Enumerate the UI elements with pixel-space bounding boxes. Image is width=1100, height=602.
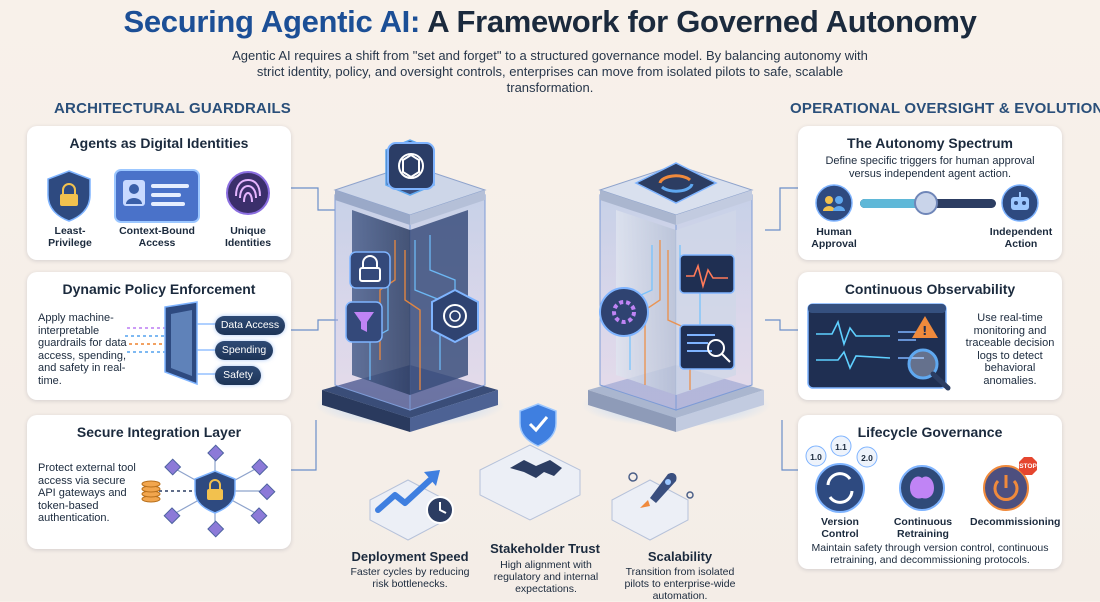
funnel-icon	[354, 312, 374, 332]
title-main: Securing Agentic AI:	[123, 4, 421, 39]
identities-icons	[47, 169, 270, 223]
context-bound-label: Context-Bound Access	[119, 225, 195, 249]
id-badge-icon	[114, 169, 200, 223]
refresh-cycle-icon	[658, 174, 694, 193]
growth-arrow-icon	[375, 477, 433, 513]
stop-label: STOP	[1019, 463, 1037, 470]
outcome-deployment-speed-text: Faster cycles by reducing risk bottlenec…	[350, 566, 470, 590]
autonomy-card: The Autonomy Spectrum Define specific tr…	[798, 126, 1062, 260]
version-cycle-icon	[815, 463, 865, 513]
svg-text:!: !	[922, 324, 927, 338]
magnifier-icon	[707, 339, 731, 363]
lock-shield-icon	[47, 170, 91, 222]
autonomy-slider	[815, 184, 1039, 222]
right-section-heading: OPERATIONAL OVERSIGHT & EVOLUTION	[790, 100, 1100, 117]
human-approval-icon	[815, 184, 853, 222]
rocket-icon	[640, 472, 677, 508]
version-2-0: 2.0	[861, 453, 873, 463]
gear-icon	[612, 300, 636, 324]
observability-title: Continuous Observability	[844, 281, 1016, 297]
pill-data-access: Data Access	[215, 316, 285, 335]
version-1-1: 1.1	[835, 442, 847, 452]
least-privilege-label: Least-Privilege	[48, 225, 92, 249]
outcome-stakeholder-trust-text: High alignment with regulatory and inter…	[493, 559, 599, 595]
identities-title: Agents as Digital Identities	[69, 135, 249, 151]
integration-card: Secure Integration Layer Protect externa…	[27, 415, 291, 549]
policy-card: Dynamic Policy Enforcement Apply machine…	[27, 272, 291, 400]
autonomy-title: The Autonomy Spectrum	[847, 135, 1013, 151]
handshake-icon	[510, 460, 562, 478]
unique-identities-label: Unique Identities	[224, 225, 272, 249]
outcome-stakeholder-trust-title: Stakeholder Trust	[490, 541, 600, 556]
pill-spending: Spending	[215, 341, 273, 360]
integration-title: Secure Integration Layer	[76, 424, 242, 440]
fingerprint-icon	[226, 171, 270, 215]
lifecycle-card: Lifecycle Governance 1.0 1.1 2.0 STOP Ve…	[798, 415, 1062, 569]
lifecycle-text: Maintain safety through version control,…	[811, 542, 1049, 566]
integration-text: Protect external tool access via secure …	[38, 462, 136, 524]
pill-safety: Safety	[215, 366, 261, 385]
observability-text: Use real-time monitoring and traceable d…	[965, 312, 1055, 387]
continuous-retraining-label: Continuous Retraining	[893, 516, 953, 540]
slider-handle	[914, 191, 938, 215]
outcome-scalability-title: Scalability	[647, 549, 713, 564]
left-section-heading: ARCHITECTURAL GUARDRAILS	[54, 100, 292, 117]
warning-icon	[912, 316, 938, 338]
coin-stack-icon	[141, 480, 161, 503]
ai-chip-icon	[398, 153, 424, 179]
title-rest: A Framework for Governed Autonomy	[420, 4, 977, 39]
autonomy-text: Define specific triggers for human appro…	[825, 155, 1035, 180]
human-approval-label: Human Approval	[811, 226, 857, 250]
outcome-deployment-speed-title: Deployment Speed	[351, 549, 469, 564]
version-control-label: Version Control	[821, 516, 859, 540]
decommissioning-label: Decommissioning	[970, 516, 1061, 528]
lifecycle-title: Lifecycle Governance	[857, 424, 1003, 440]
magnifier-icon	[907, 348, 951, 391]
padlock-icon	[359, 255, 381, 282]
policy-screen-illustration	[125, 301, 217, 386]
shield-check-icon	[519, 403, 557, 447]
lifecycle-icons	[805, 435, 1037, 513]
openai-swirl-icon	[443, 304, 467, 328]
version-1-0: 1.0	[810, 452, 822, 462]
identities-card: Agents as Digital Identities Least-Privi…	[27, 126, 291, 260]
page-title: Securing Agentic AI: A Framework for Gov…	[0, 4, 1100, 40]
outcome-scalability-text: Transition from isolated pilots to enter…	[624, 566, 736, 602]
policy-title: Dynamic Policy Enforcement	[62, 281, 256, 297]
policy-text: Apply machine-interpretable guardrails f…	[38, 312, 127, 387]
monitoring-dashboard-icon: !	[807, 303, 951, 391]
page-subtitle: Agentic AI requires a shift from "set an…	[232, 48, 868, 95]
stop-sign-icon	[1019, 457, 1037, 475]
api-gateway-network-icon	[141, 444, 276, 538]
waveform-icon	[686, 263, 728, 289]
observability-card: Continuous Observability ! Use real-time…	[798, 272, 1062, 400]
independent-action-label: Independent Action	[989, 226, 1053, 250]
